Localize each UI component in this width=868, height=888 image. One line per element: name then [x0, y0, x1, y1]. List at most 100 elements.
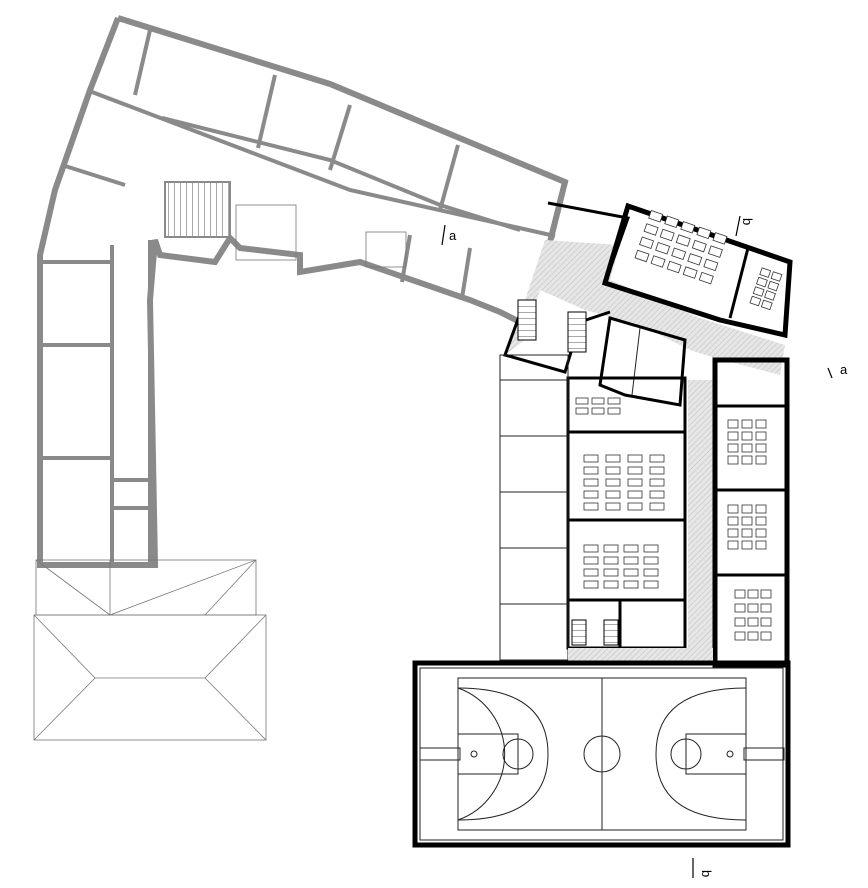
- desk: [659, 228, 675, 242]
- key-left: [457, 733, 519, 775]
- desk: [649, 490, 665, 499]
- desk: [623, 568, 639, 577]
- classroom-furniture: [575, 209, 783, 641]
- east-corridor: [688, 380, 713, 665]
- roof-line-2: [204, 559, 257, 616]
- desk: [643, 544, 659, 553]
- desk: [607, 397, 621, 405]
- desk: [755, 528, 767, 538]
- desk: [583, 580, 599, 589]
- desk-group: [583, 454, 665, 511]
- desk-group: [583, 544, 659, 589]
- section-marker-a-right: a: [827, 362, 848, 379]
- desk: [664, 215, 680, 229]
- roof-hip-left: [33, 614, 96, 741]
- desk: [649, 466, 665, 475]
- backboard-support-right: [743, 747, 785, 761]
- desk: [623, 580, 639, 589]
- desk: [734, 617, 746, 627]
- existing-corridor-wall: [91, 90, 556, 238]
- room-divider: [328, 104, 352, 171]
- desk: [727, 504, 739, 514]
- desk: [741, 455, 753, 465]
- desk: [755, 516, 767, 526]
- desk: [727, 419, 739, 429]
- section-marker-b-bottom: b: [692, 858, 714, 878]
- desk: [707, 245, 723, 258]
- three-point-arc-left: [457, 687, 506, 821]
- desk: [760, 617, 772, 627]
- desk: [698, 271, 714, 285]
- desk: [747, 589, 759, 599]
- desk: [752, 286, 765, 297]
- connector-wall-north: [547, 201, 630, 284]
- south-stair-2: [603, 619, 619, 646]
- desk: [583, 478, 599, 487]
- desk: [696, 226, 712, 240]
- desk: [627, 466, 643, 475]
- section-label-b-bottom: b: [699, 870, 714, 877]
- top-classroom-divider: [728, 247, 750, 319]
- desk: [741, 431, 753, 441]
- desk: [603, 580, 619, 589]
- desk: [649, 478, 665, 487]
- desk: [643, 580, 659, 589]
- desk: [666, 260, 682, 274]
- desk: [583, 544, 599, 553]
- free-throw-circle-left: [502, 738, 534, 770]
- existing-wc-block: [235, 204, 297, 261]
- hoop-right: [726, 750, 734, 758]
- desk: [747, 617, 759, 627]
- desk: [760, 589, 772, 599]
- roof-ridge-1: [35, 559, 257, 616]
- desk: [755, 504, 767, 514]
- room-divider: [61, 163, 126, 187]
- desk: [623, 556, 639, 565]
- three-point-line-right: [655, 687, 747, 821]
- desk: [648, 209, 664, 223]
- desk: [741, 419, 753, 429]
- desk: [747, 631, 759, 641]
- desk: [605, 478, 621, 487]
- desk: [764, 290, 776, 301]
- desk: [591, 397, 605, 405]
- south-stair-1: [571, 619, 587, 646]
- desk: [583, 556, 599, 565]
- roof-outline: [33, 559, 267, 741]
- room-divider: [460, 247, 472, 299]
- desk: [712, 232, 728, 245]
- desk: [749, 295, 762, 307]
- connector-wall-south: [503, 299, 611, 374]
- gym-wall: [412, 660, 791, 848]
- desk: [671, 247, 687, 261]
- desk: [727, 455, 739, 465]
- desk: [605, 466, 621, 475]
- desk: [675, 234, 691, 247]
- desk: [605, 502, 621, 511]
- desk: [755, 419, 767, 429]
- desk-group: [575, 397, 621, 415]
- desk: [680, 221, 696, 234]
- desk-group: [634, 209, 728, 285]
- desk: [623, 544, 639, 553]
- desk: [655, 242, 671, 255]
- desk: [727, 528, 739, 538]
- desk-group: [749, 267, 783, 311]
- key-right: [685, 733, 747, 775]
- gymnasium: [412, 660, 791, 848]
- desk: [727, 516, 739, 526]
- room-divider: [256, 74, 277, 149]
- desk: [649, 454, 665, 463]
- desk: [643, 556, 659, 565]
- desk: [767, 280, 780, 292]
- existing-building: [37, 15, 569, 568]
- desk: [603, 568, 619, 577]
- desk: [583, 502, 599, 511]
- connector-stair-2: [567, 311, 587, 353]
- free-throw-circle-right: [670, 738, 702, 770]
- desk: [741, 540, 753, 550]
- desk: [760, 299, 773, 311]
- desk: [575, 407, 589, 415]
- roof-lower: [33, 614, 267, 741]
